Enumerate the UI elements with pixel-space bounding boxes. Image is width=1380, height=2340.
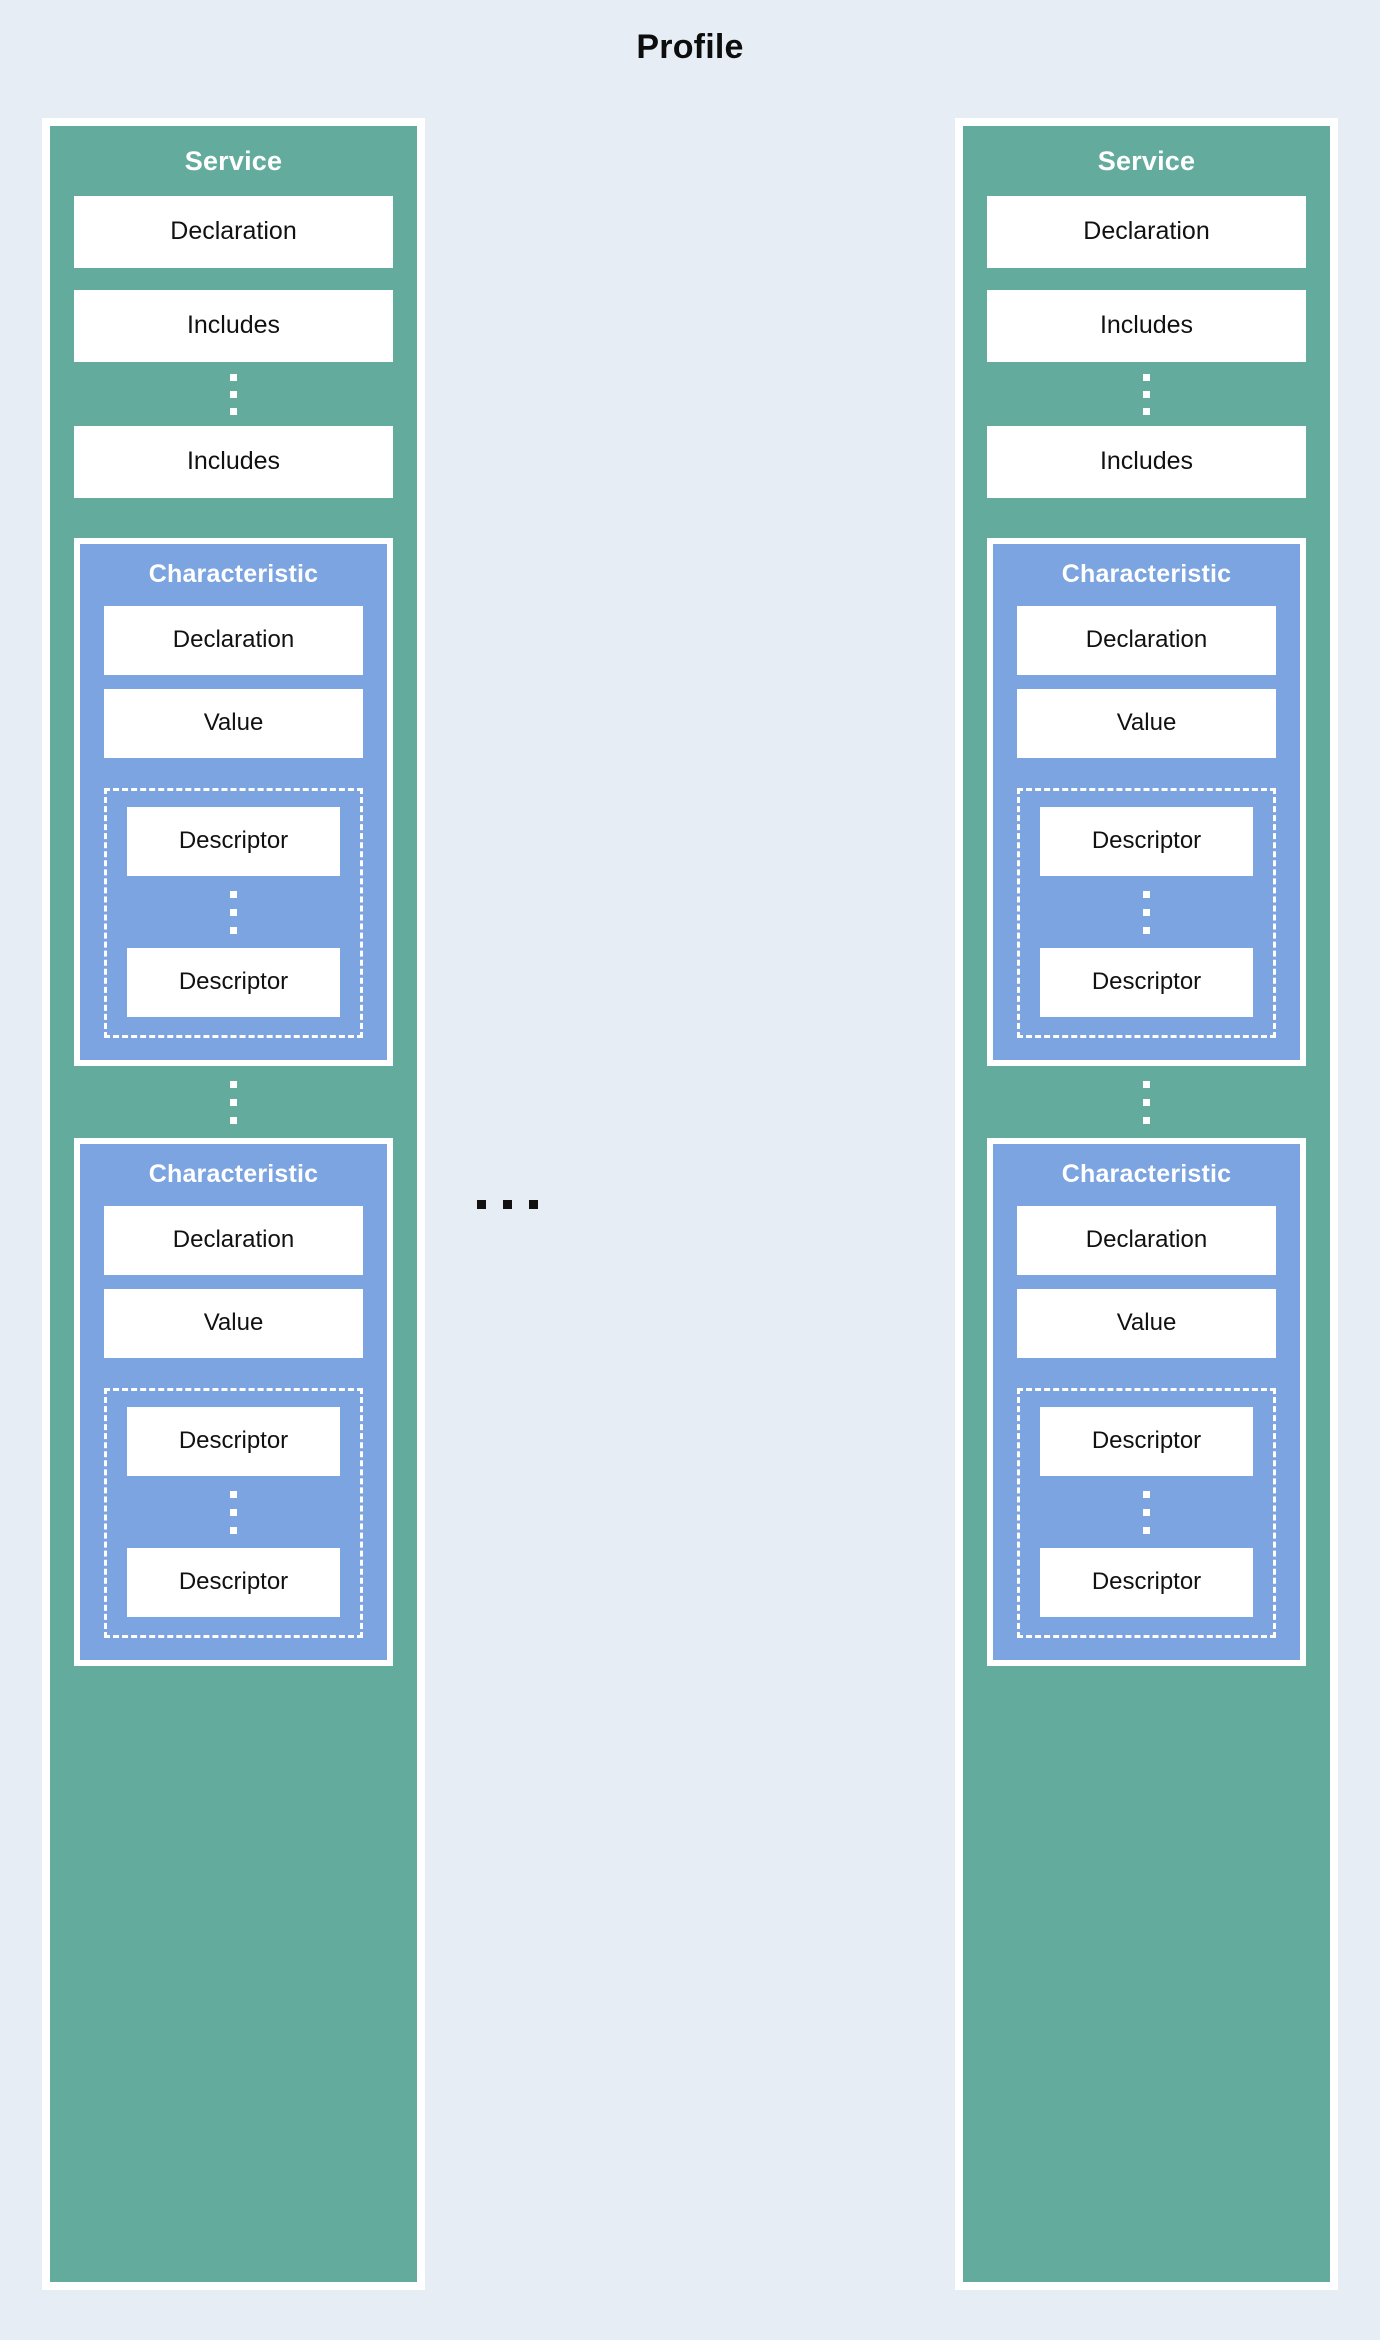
- service-block-0: Service Declaration Includes Includes Ch…: [42, 118, 425, 2290]
- descriptor-group: Descriptor Descriptor: [104, 1388, 363, 1638]
- descriptor-card-last: Descriptor: [127, 1548, 340, 1617]
- services-ellipsis-wrap: [467, 118, 547, 2290]
- ellipsis-dot: [230, 408, 237, 415]
- characteristic-declaration-card: Declaration: [1017, 606, 1276, 675]
- characteristic-declaration-card: Declaration: [1017, 1206, 1276, 1275]
- ellipsis-dot: [230, 1099, 237, 1106]
- spacer: [74, 498, 393, 538]
- ellipsis-dot: [230, 1509, 237, 1516]
- descriptor-group: Descriptor Descriptor: [1017, 1388, 1276, 1638]
- ellipsis-dot: [1143, 1491, 1150, 1498]
- service-includes-card-last: Includes: [74, 426, 393, 498]
- characteristic-block-0: Characteristic Declaration Value Descrip…: [987, 538, 1306, 1066]
- service-title: Service: [184, 146, 283, 176]
- service-includes-ellipsis: [987, 362, 1306, 426]
- characteristic-title: Characteristic: [148, 1160, 319, 1188]
- characteristic-value-card: Value: [1017, 1289, 1276, 1358]
- characteristic-title: Characteristic: [148, 560, 319, 588]
- ellipsis-dot: [230, 927, 237, 934]
- services-row: Service Declaration Includes Includes Ch…: [42, 118, 1338, 2290]
- characteristic-declaration-card: Declaration: [104, 1206, 363, 1275]
- characteristic-block-0: Characteristic Declaration Value Descrip…: [74, 538, 393, 1066]
- descriptor-card-first: Descriptor: [127, 807, 340, 876]
- descriptor-card-first: Descriptor: [127, 1407, 340, 1476]
- descriptor-card-last: Descriptor: [127, 948, 340, 1017]
- spacer: [1017, 1275, 1276, 1289]
- ellipsis-dot: [1143, 391, 1150, 398]
- ellipsis-dot: [230, 1081, 237, 1088]
- characteristic-title: Characteristic: [1061, 560, 1232, 588]
- spacer: [1017, 675, 1276, 689]
- spacer: [1017, 758, 1276, 788]
- ellipsis-dot: [1143, 374, 1150, 381]
- service-includes-card-first: Includes: [74, 290, 393, 362]
- spacer: [104, 675, 363, 689]
- ellipsis-dot: [230, 909, 237, 916]
- characteristic-ellipsis: [987, 1066, 1306, 1138]
- spacer: [987, 268, 1306, 290]
- descriptor-group: Descriptor Descriptor: [104, 788, 363, 1038]
- descriptor-card-last: Descriptor: [1040, 948, 1253, 1017]
- characteristic-block-1: Characteristic Declaration Value Descrip…: [987, 1138, 1306, 1666]
- ellipsis-dot: [1143, 1081, 1150, 1088]
- spacer: [987, 498, 1306, 538]
- ellipsis-dot: [230, 1117, 237, 1124]
- descriptor-ellipsis: [127, 876, 340, 948]
- spacer: [74, 268, 393, 290]
- page-title: Profile: [636, 28, 744, 66]
- service-declaration-card: Declaration: [987, 196, 1306, 268]
- service-includes-ellipsis: [74, 362, 393, 426]
- service-declaration-card: Declaration: [74, 196, 393, 268]
- service-includes-card-first: Includes: [987, 290, 1306, 362]
- horizontal-ellipsis-icon: [476, 1199, 538, 1209]
- descriptor-group: Descriptor Descriptor: [1017, 788, 1276, 1038]
- characteristic-value-card: Value: [104, 1289, 363, 1358]
- characteristic-declaration-card: Declaration: [104, 606, 363, 675]
- ellipsis-dot: [1143, 891, 1150, 898]
- ellipsis-dot: [230, 1527, 237, 1534]
- descriptor-card-first: Descriptor: [1040, 1407, 1253, 1476]
- descriptor-ellipsis: [1040, 876, 1253, 948]
- ellipsis-dot: [230, 391, 237, 398]
- ellipsis-dot: [230, 891, 237, 898]
- ellipsis-dot: [1143, 1099, 1150, 1106]
- characteristic-block-1: Characteristic Declaration Value Descrip…: [74, 1138, 393, 1666]
- descriptor-card-last: Descriptor: [1040, 1548, 1253, 1617]
- ellipsis-dot: [1143, 1509, 1150, 1516]
- ellipsis-dot: [230, 1491, 237, 1498]
- service-block-1: Service Declaration Includes Includes Ch…: [955, 118, 1338, 2290]
- spacer: [104, 1358, 363, 1388]
- spacer: [1017, 1358, 1276, 1388]
- ellipsis-dot: [502, 1199, 512, 1209]
- ellipsis-dot: [476, 1199, 486, 1209]
- descriptor-card-first: Descriptor: [1040, 807, 1253, 876]
- characteristic-value-card: Value: [1017, 689, 1276, 758]
- service-includes-card-last: Includes: [987, 426, 1306, 498]
- ellipsis-dot: [528, 1199, 538, 1209]
- ellipsis-dot: [1143, 408, 1150, 415]
- ellipsis-dot: [1143, 909, 1150, 916]
- ellipsis-dot: [1143, 927, 1150, 934]
- descriptor-ellipsis: [127, 1476, 340, 1548]
- ellipsis-dot: [1143, 1117, 1150, 1124]
- spacer: [104, 758, 363, 788]
- descriptor-ellipsis: [1040, 1476, 1253, 1548]
- service-title: Service: [1097, 146, 1196, 176]
- ellipsis-dot: [1143, 1527, 1150, 1534]
- ellipsis-dot: [230, 374, 237, 381]
- characteristic-title: Characteristic: [1061, 1160, 1232, 1188]
- characteristic-value-card: Value: [104, 689, 363, 758]
- characteristic-ellipsis: [74, 1066, 393, 1138]
- spacer: [104, 1275, 363, 1289]
